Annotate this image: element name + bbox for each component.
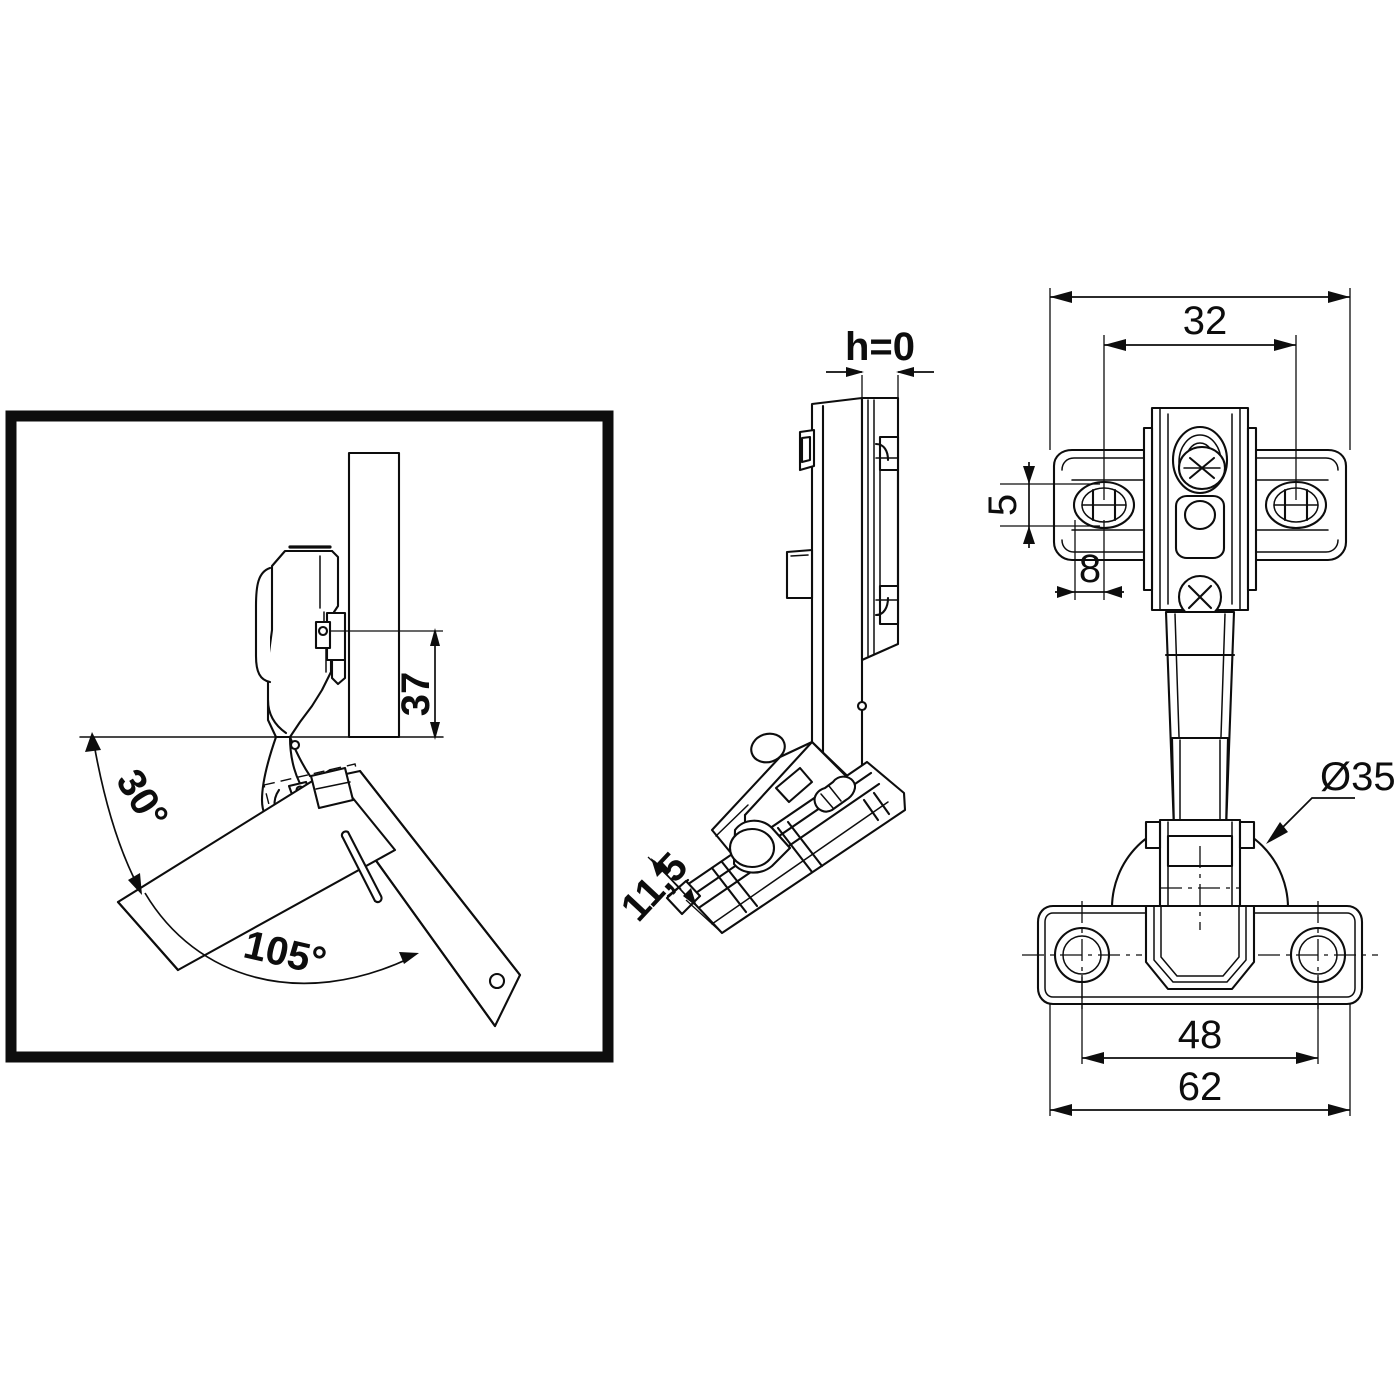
dimension-62-label: 62 xyxy=(1178,1065,1223,1109)
hinge-arm-right xyxy=(1164,610,1236,832)
cabinet-side-panel xyxy=(347,451,401,739)
mounting-plate-right xyxy=(1052,406,1348,620)
dimension-37-label: 37 xyxy=(394,672,438,717)
dimension-48-label: 48 xyxy=(1178,1013,1223,1057)
dimension-32: 32 xyxy=(1103,299,1297,500)
center-window xyxy=(1174,494,1226,560)
left-view-opening-angle: 37 30° 105° xyxy=(5,410,614,1063)
mounting-plate-middle xyxy=(665,760,907,935)
dimension-top-overall xyxy=(1049,288,1351,450)
dimension-8: 8 xyxy=(1055,520,1124,600)
dimension-h0-label: h=0 xyxy=(845,325,915,369)
dimension-5: 5 xyxy=(981,462,1100,548)
dimension-h0: h=0 xyxy=(826,325,934,410)
dimension-5-label: 5 xyxy=(981,494,1025,516)
mounting-bracket-left xyxy=(309,766,355,810)
door-panel-middle xyxy=(785,396,864,792)
dimension-diameter-35: Ø35 xyxy=(1266,755,1396,844)
dimension-37: 37 xyxy=(330,628,443,740)
hinge-body-left xyxy=(254,545,347,778)
dimension-62: 62 xyxy=(1049,1004,1351,1116)
dimension-8-label: 8 xyxy=(1079,547,1101,591)
dimension-diameter-35-label: Ø35 xyxy=(1320,755,1396,799)
dimension-48: 48 xyxy=(1081,975,1319,1064)
adjusting-screw-top xyxy=(1171,425,1229,495)
right-view-front-plan: 32 5 8 Ø35 xyxy=(981,288,1396,1116)
door-leaf-open xyxy=(116,768,522,1028)
hinge-cup-middle xyxy=(860,396,900,662)
base-plate-right xyxy=(1022,846,1378,1010)
dimension-32-label: 32 xyxy=(1183,299,1228,343)
left-view-frame xyxy=(5,410,614,1063)
middle-view-side-section: h=0 11,5 xyxy=(613,325,934,935)
